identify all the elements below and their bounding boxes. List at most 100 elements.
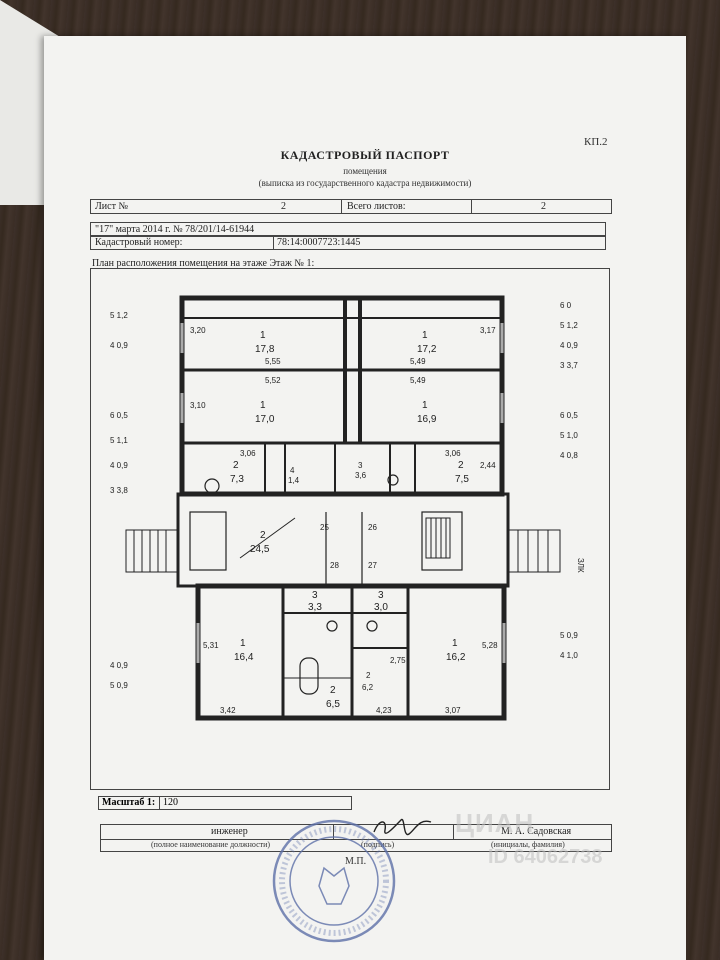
floor-plan-drawing: 1 17,8 1 17,2 1 17,0 1 16,9 2 7,3 2 7,5 … — [110, 295, 585, 721]
left-windows — [180, 323, 506, 663]
dim-label: 3,20 — [190, 326, 206, 335]
toilet — [366, 620, 378, 632]
room-13-area: 6,2 — [362, 683, 374, 692]
cadastral-label: Кадастровый номер: — [95, 237, 183, 248]
divider — [341, 200, 342, 213]
marker-label: ЗЛК — [576, 558, 585, 573]
room-5-num: 2 — [233, 460, 239, 471]
side-left-label: 4 0,9 — [110, 341, 128, 350]
room-1-num: 1 — [260, 330, 266, 341]
room-11-area: 3,3 — [308, 602, 322, 613]
room-9-area: 16,2 — [446, 652, 466, 663]
dim-label: 5,49 — [410, 357, 426, 366]
dim-label: 4,23 — [376, 706, 392, 715]
bathtub — [299, 657, 319, 695]
corridor-label: 27 — [368, 561, 377, 570]
side-right-label: 4 0,9 — [560, 341, 578, 350]
room-12-area: 3,0 — [374, 602, 388, 613]
room-7-area: 24,5 — [250, 544, 270, 555]
dim-label: 3,17 — [480, 326, 496, 335]
dim-label: 2,75 — [390, 656, 406, 665]
side-right-label: 5 0,9 — [560, 631, 578, 640]
plan-walls — [125, 295, 561, 721]
room-12-num: 3 — [378, 590, 384, 601]
handwritten-signature — [373, 818, 432, 836]
room-14-area: 1,4 — [288, 476, 300, 485]
dim-label: 3,10 — [190, 401, 206, 410]
dim-label: 3,42 — [220, 706, 236, 715]
room-2-area: 17,2 — [417, 344, 437, 355]
name-caption: (инициалы, фамилия) — [491, 840, 565, 849]
total-sheets: 2 — [541, 201, 546, 212]
side-left-label: 5 0,9 — [110, 681, 128, 690]
scale-label: Масштаб 1: — [102, 797, 156, 808]
dimension-labels: 5,55 3,20 3,10 5,49 3,17 5,52 5,49 3,06 … — [190, 326, 585, 715]
room-14-num: 4 — [290, 466, 295, 475]
side-left-label: 4 0,9 — [110, 461, 128, 470]
official-stamp: М.П. — [272, 819, 396, 943]
scale-value: 120 — [163, 797, 178, 808]
room-labels: 1 17,8 1 17,2 1 17,0 1 16,9 2 7,3 2 7,5 … — [230, 330, 469, 710]
stairs-inner — [239, 517, 451, 559]
watermark-logo: ЦИАН — [455, 808, 535, 838]
side-left-label: 3 3,8 — [110, 486, 128, 495]
side-right-label: 5 1,0 — [560, 431, 578, 440]
cadastral-row: Кадастровый номер: 78:14:0007723:1445 — [90, 235, 606, 250]
room-1-area: 17,8 — [255, 344, 275, 355]
dim-label: 3,06 — [240, 449, 256, 458]
sheet-label: Лист № — [95, 201, 128, 212]
room-10-num: 2 — [330, 685, 336, 696]
date-number: "17" марта 2014 г. № 78/201/14-61944 — [95, 224, 255, 235]
corridor-label: 26 — [368, 523, 377, 532]
divider — [159, 797, 160, 809]
signer-name: М. А. Садовская — [501, 826, 572, 837]
side-right-label: 4 1,0 — [560, 651, 578, 660]
cadastral-passport-sheet: КП.2 КАДАСТРОВЫЙ ПАСПОРТ помещения (выпи… — [44, 36, 686, 960]
corridor-label: 28 — [330, 561, 339, 570]
divider — [471, 200, 472, 213]
room-9-num: 1 — [452, 638, 458, 649]
sheet-info-row: Лист № 2 Всего листов: 2 — [90, 199, 612, 214]
sheet-number: 2 — [281, 201, 286, 212]
room-8-num: 1 — [240, 638, 246, 649]
dim-label: 2,44 — [480, 461, 496, 470]
side-right-label: 5 1,2 — [560, 321, 578, 330]
side-left-label: 5 1,1 — [110, 436, 128, 445]
room-5-area: 7,3 — [230, 474, 244, 485]
stamp-label: М.П. — [345, 856, 366, 867]
stairs-right — [507, 529, 561, 573]
side-right-label: 6 0,5 — [560, 411, 578, 420]
room-13-num: 2 — [366, 671, 371, 680]
side-right-label: 4 0,8 — [560, 451, 578, 460]
total-sheets-label: Всего листов: — [347, 201, 406, 212]
side-right-label: 6 0 — [560, 301, 572, 310]
room-3-area: 17,0 — [255, 414, 275, 425]
dim-label: 3,07 — [445, 706, 461, 715]
signature-captions: (полное наименование должности) (подпись… — [100, 839, 612, 852]
role-caption: (полное наименование должности) — [151, 840, 271, 849]
outer-wall-top — [179, 295, 505, 497]
stairs-left — [125, 529, 179, 573]
side-left-label: 4 0,9 — [110, 661, 128, 670]
dim-label: 5,52 — [265, 376, 281, 385]
divider — [273, 236, 274, 249]
document-subtitle-extract: (выписка из государственного кадастра не… — [258, 178, 472, 188]
watermark-id: ID 64062738 — [488, 846, 603, 868]
document-title: КАДАСТРОВЫЙ ПАСПОРТ — [280, 148, 450, 162]
room-15-area: 3,6 — [355, 471, 367, 480]
toilet — [326, 620, 338, 632]
sink — [387, 474, 399, 486]
corridor-label: 25 — [320, 523, 329, 532]
room-15-num: 3 — [358, 461, 363, 470]
scale-box: Масштаб 1: 120 — [98, 796, 352, 810]
room-2-num: 1 — [422, 330, 428, 341]
room-4-num: 1 — [422, 400, 428, 411]
dim-label: 5,55 — [265, 357, 281, 366]
plan-label: План расположения помещения на этаже Эта… — [92, 258, 315, 269]
document-subtitle: помещения — [343, 166, 387, 176]
stove-symbol — [204, 478, 220, 494]
room-8-area: 16,4 — [234, 652, 254, 663]
corridor-wall — [176, 492, 510, 588]
dim-label: 5,31 — [203, 641, 219, 650]
room-3-num: 1 — [260, 400, 266, 411]
